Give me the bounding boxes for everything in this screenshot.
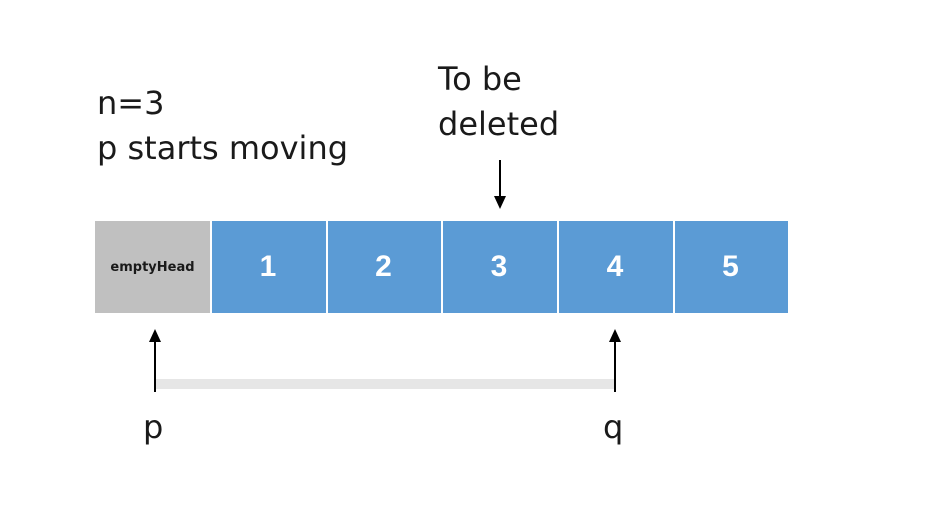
node-value: 5: [722, 250, 739, 283]
list-node-3: 3: [441, 221, 557, 313]
p-arrow-head: [149, 329, 161, 342]
empty-head-label: emptyHead: [110, 259, 195, 275]
q-pointer-label: q: [603, 408, 624, 446]
delete-arrow-head: [494, 196, 506, 209]
delete-label-line1: To be: [438, 60, 522, 98]
n-value-label: n=3: [97, 84, 165, 122]
node-value: 1: [259, 250, 277, 283]
node-value: 3: [490, 250, 508, 283]
list-node-5: 5: [673, 221, 788, 313]
p-pointer-label: p: [143, 408, 164, 446]
list-node-4: 4: [557, 221, 673, 313]
list-node-2: 2: [326, 221, 441, 313]
delete-label-line2: deleted: [438, 105, 560, 143]
list-node-1: 1: [210, 221, 326, 313]
node-value: 2: [375, 250, 392, 283]
q-arrow-head: [609, 329, 621, 342]
p-q-connector: [155, 379, 615, 389]
empty-head-node: emptyHead: [95, 221, 210, 313]
p-moving-label: p starts moving: [97, 129, 349, 167]
node-value: 4: [606, 250, 624, 283]
